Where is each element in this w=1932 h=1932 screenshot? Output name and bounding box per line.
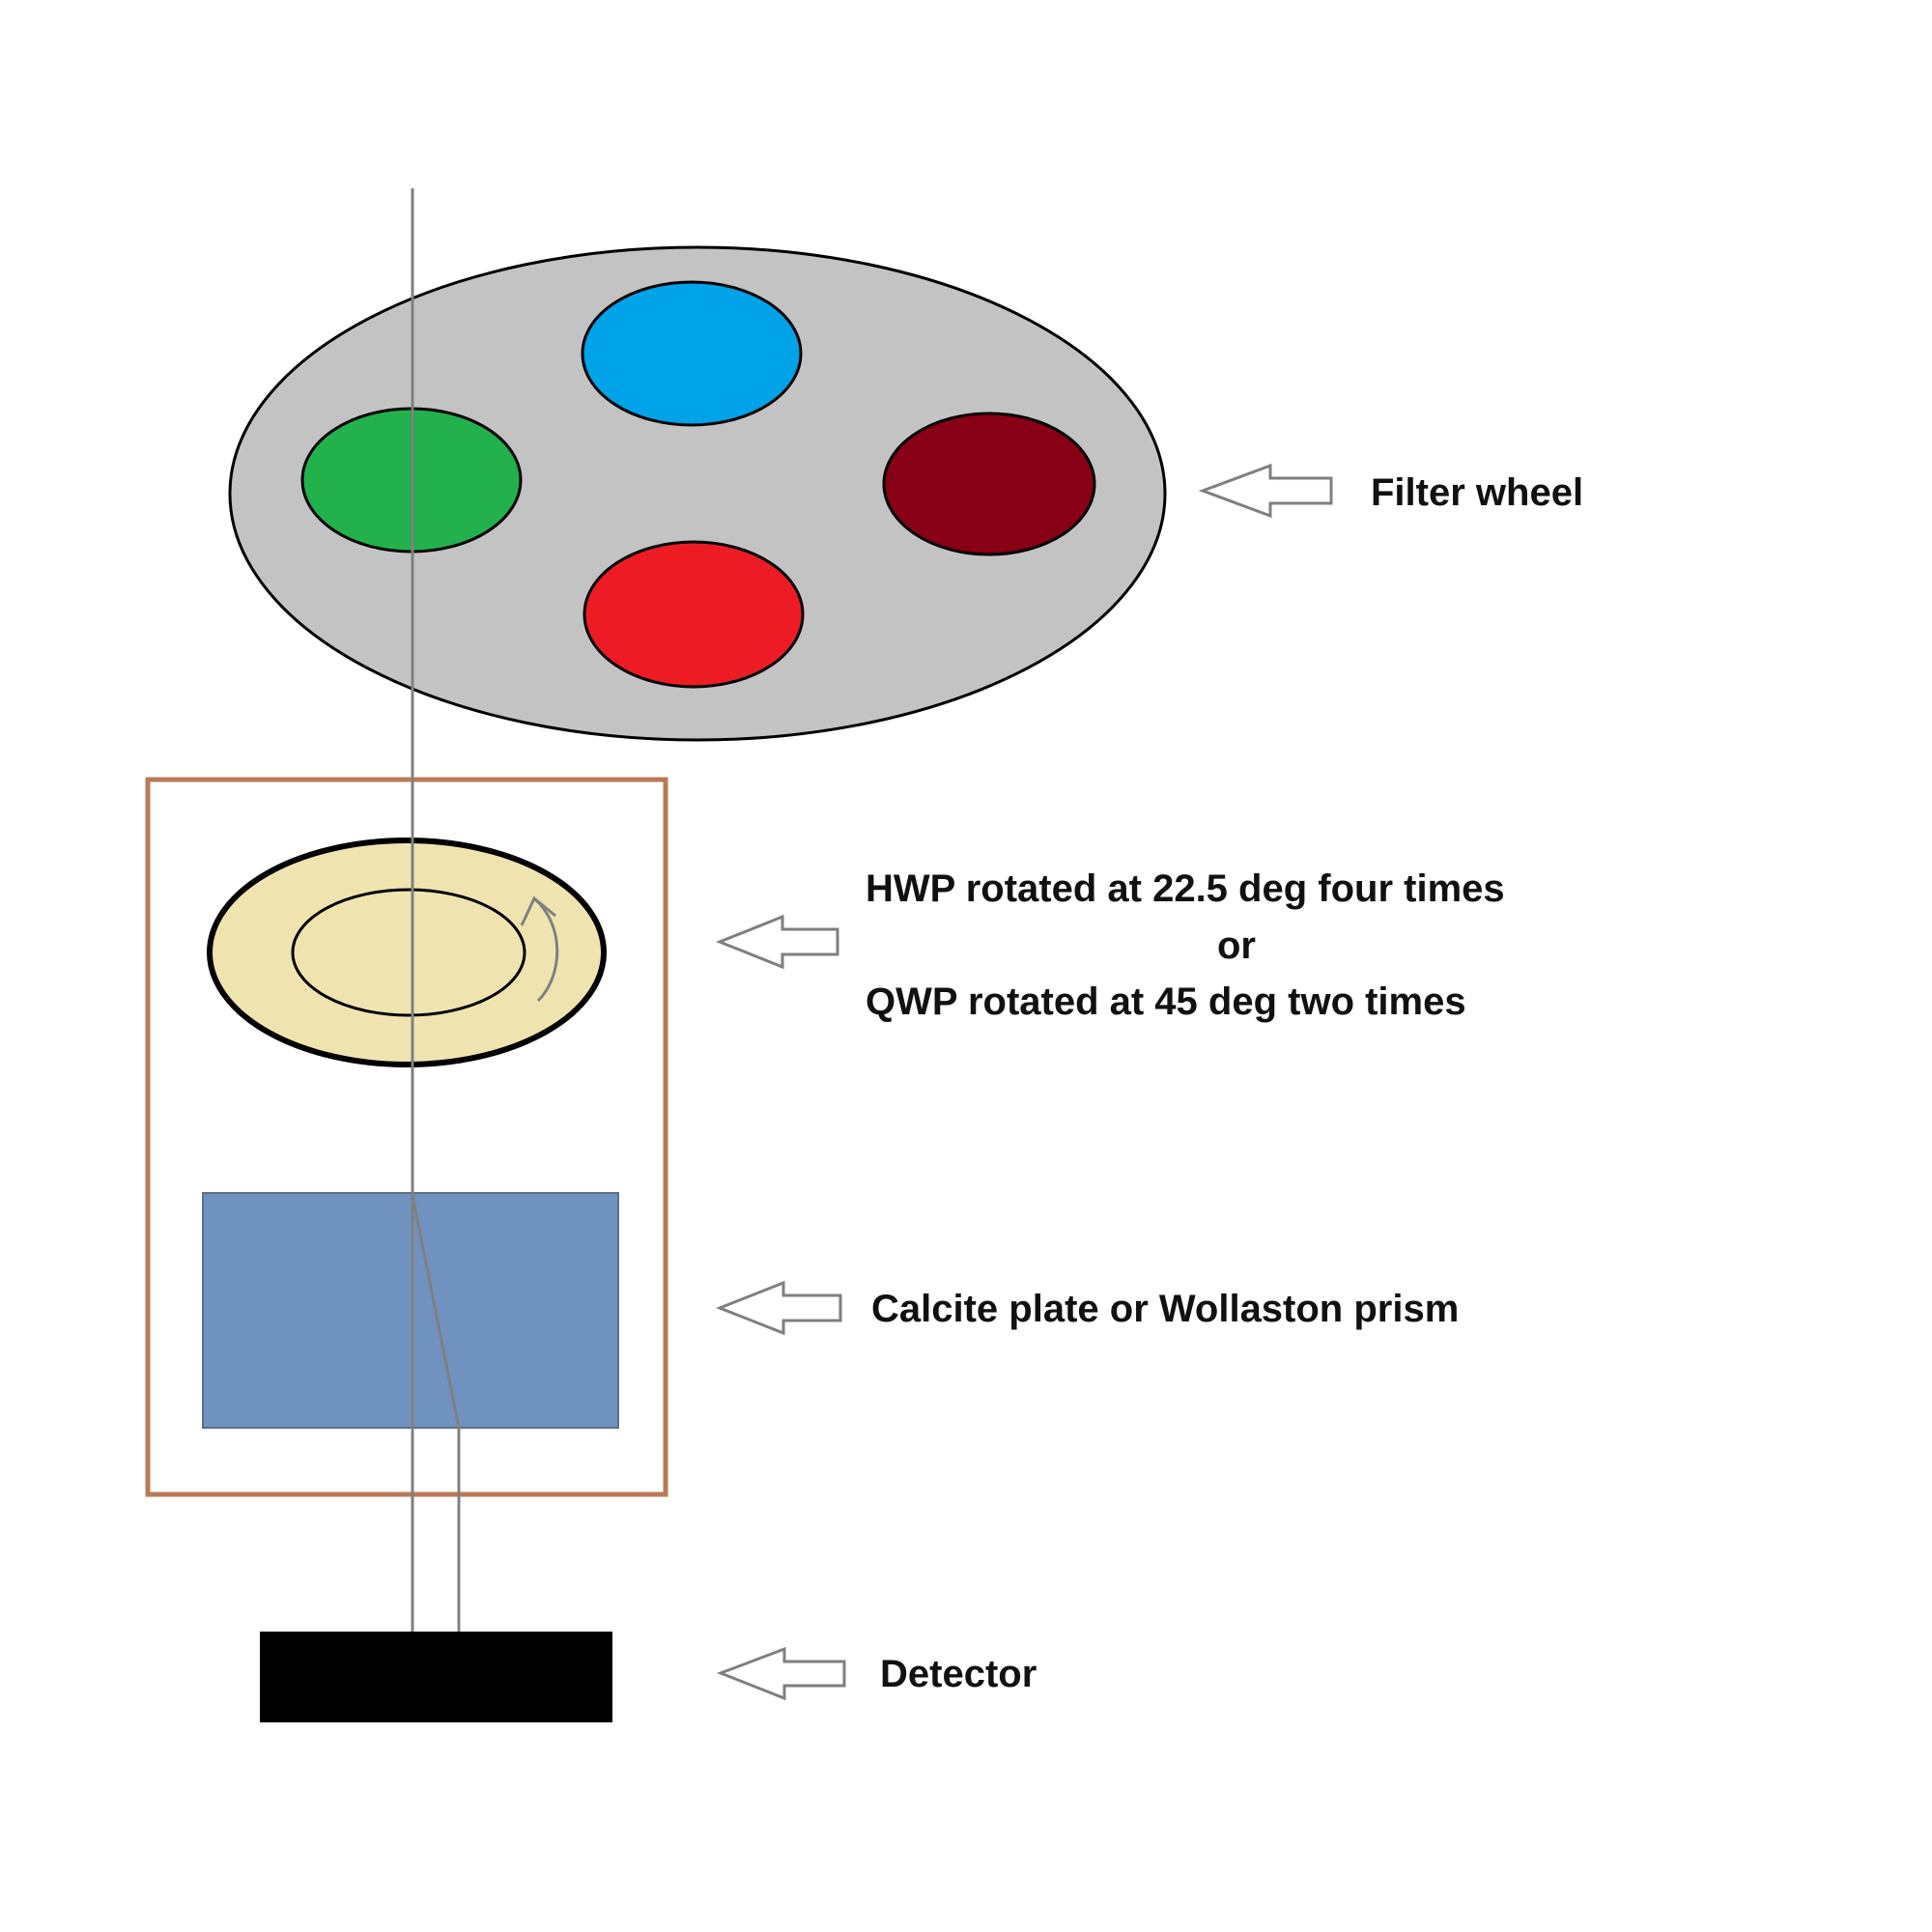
- light-beam: [411, 188, 461, 1632]
- filter-dark-red: [882, 412, 1096, 556]
- filter-red: [582, 540, 805, 689]
- beam-extraordinary: [411, 1194, 461, 1632]
- filter-wheel: [228, 245, 1167, 742]
- filter-wheel-pointer-icon: [1198, 463, 1333, 519]
- curved-rotation-arrow-icon: [520, 895, 559, 1003]
- filter-wheel-body: [228, 245, 1167, 742]
- filter-wheel-label: Filter wheel: [1371, 471, 1584, 514]
- analyzer-prism: [202, 1192, 619, 1429]
- filter-blue: [581, 280, 803, 427]
- analyzer-label: Calcite plate or Wollaston prism: [871, 1288, 1460, 1330]
- waveplate-label-line1: HWP rotated at 22.5 deg four times: [866, 867, 1505, 910]
- detector-label: Detector: [880, 1653, 1037, 1695]
- waveplate-label-line3: QWP rotated at 45 deg two times: [866, 980, 1466, 1023]
- waveplate: [207, 838, 607, 1067]
- detector-pointer-icon: [716, 1646, 846, 1701]
- waveplate-label-line2: or: [1217, 924, 1256, 967]
- analyzer-pointer-icon: [715, 1280, 842, 1336]
- waveplate-inner: [291, 888, 526, 1017]
- module-box: [145, 777, 668, 1497]
- detector: [260, 1632, 612, 1722]
- waveplate-pointer-icon: [715, 914, 839, 970]
